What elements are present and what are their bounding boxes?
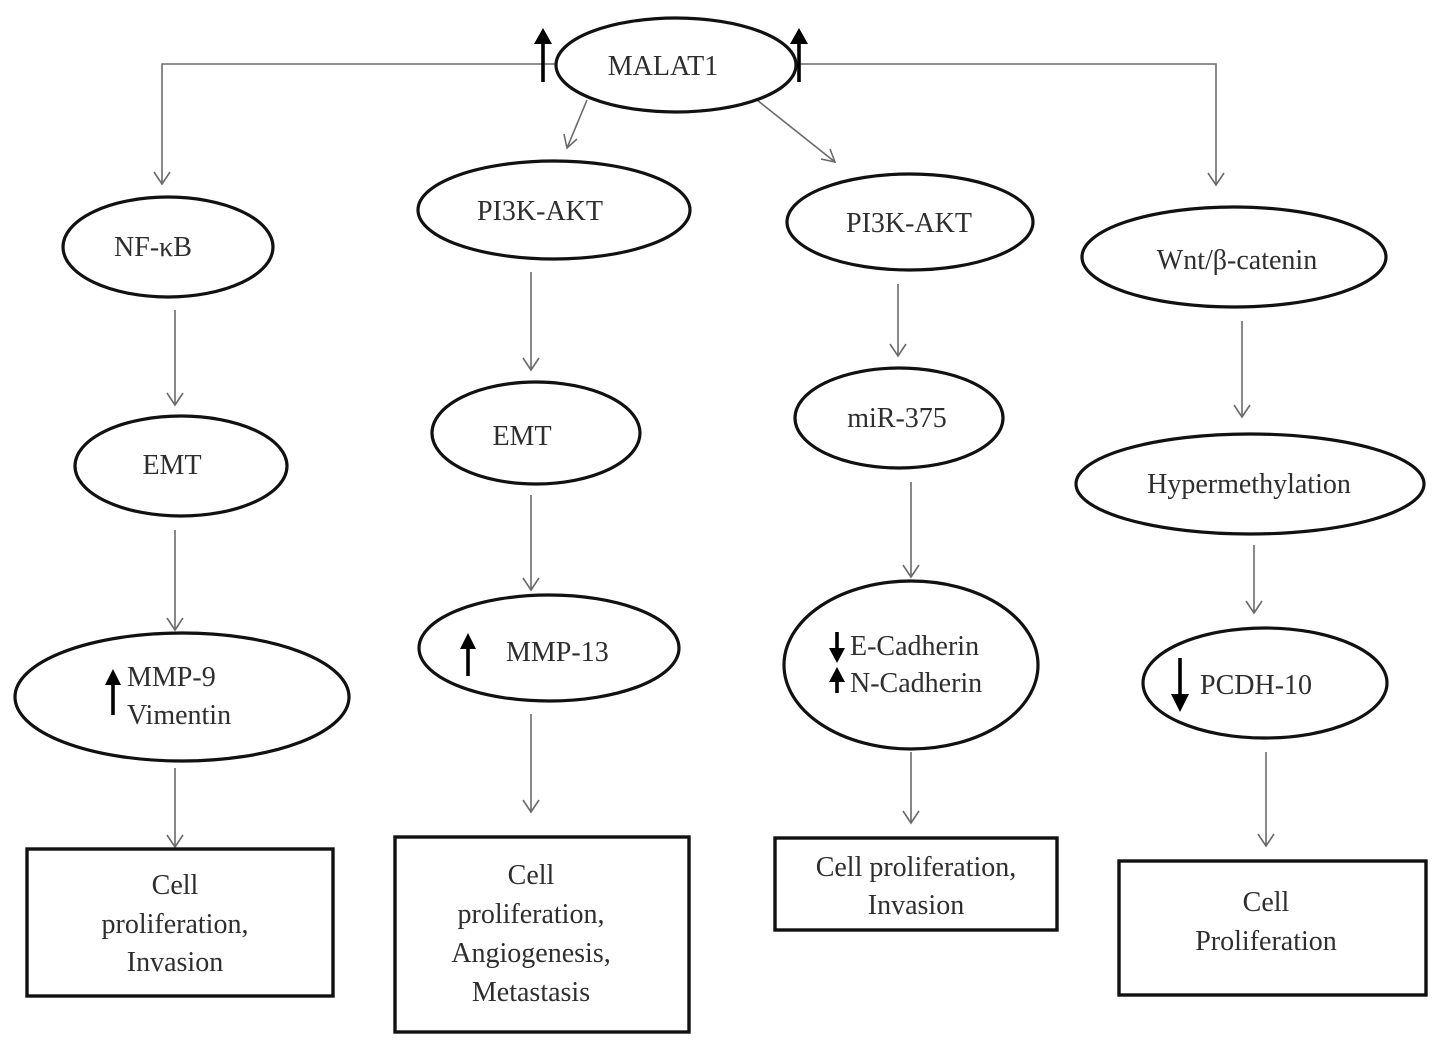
node-pcdh10-shape <box>1141 626 1389 740</box>
node-hypermethylation-shape <box>1074 432 1426 536</box>
node-pi3k-akt-1: PI3K-AKT <box>416 159 692 261</box>
up-arrow-icon <box>829 667 845 693</box>
outcome-box-4-shape <box>1117 859 1428 997</box>
up-arrow-icon <box>534 28 552 82</box>
outcome-box-2: Cell proliferation, Angiogenesis, Metast… <box>393 835 691 1034</box>
node-mmp13-shape <box>417 593 681 703</box>
node-malat1-shape <box>554 16 798 114</box>
outcome-1-line2: proliferation, <box>102 909 249 940</box>
node-pi3k-akt-1-label: PI3K-AKT <box>477 196 603 227</box>
edge-malat1-to-wnt <box>800 63 1217 185</box>
outcome-box-1: Cell proliferation, Invasion <box>25 847 335 998</box>
node-mmp9-shape <box>13 631 351 763</box>
edge-arrowhead <box>522 357 540 372</box>
outcome-box-1-shape <box>25 847 335 998</box>
outcome-2-line3: Angiogenesis, <box>451 938 610 969</box>
edge-malat1-to-nfkb <box>161 63 555 184</box>
node-pi3k-akt-1-shape <box>416 159 692 261</box>
branch-wnt: Wnt/β-catenin Hypermethylation PCDH-10 C… <box>1074 205 1428 997</box>
edge-arrowhead <box>563 133 578 150</box>
node-pi3k-akt-2: PI3K-AKT <box>785 172 1035 272</box>
node-malat1-label: MALAT1 <box>608 51 718 82</box>
outcome-2-line4: Metastasis <box>472 977 590 1008</box>
node-pcdh10-label: PCDH-10 <box>1200 670 1312 701</box>
node-wnt-beta-catenin: Wnt/β-catenin <box>1080 205 1388 309</box>
edge-arrowhead <box>166 392 184 407</box>
node-ncadherin-label: N-Cadherin <box>850 668 982 699</box>
node-emt-label: EMT <box>142 450 201 481</box>
edge-arrowhead <box>1207 172 1225 187</box>
node-pcdh10: PCDH-10 <box>1141 626 1389 740</box>
node-nfkb-shape <box>61 195 275 299</box>
outcome-2-line1: Cell <box>508 860 555 891</box>
node-wnt-shape <box>1080 205 1388 309</box>
outcome-3-line2: Invasion <box>868 890 964 921</box>
edge-malat1-to-pi3k-akt-1 <box>566 99 588 149</box>
node-mir375-label: miR-375 <box>847 403 947 434</box>
edges <box>153 63 1275 849</box>
down-arrow-icon <box>1171 658 1189 712</box>
node-hypermethylation: Hypermethylation <box>1074 432 1426 536</box>
branch-pi3k-akt-1: PI3K-AKT EMT MMP-13 Cell proliferation, … <box>393 159 692 1034</box>
node-ecadherin-label: E-Cadherin <box>850 631 979 662</box>
node-vimentin-label-line2: Vimentin <box>127 700 231 731</box>
node-mmp9-label-line1: MMP-9 <box>127 662 216 693</box>
node-mir375-shape <box>793 366 1005 470</box>
edge-arrowhead <box>522 577 540 592</box>
up-arrow-icon <box>105 669 121 715</box>
node-wnt-label: Wnt/β-catenin <box>1157 245 1317 276</box>
node-cadherin-shape <box>782 579 1040 751</box>
node-pi3k-akt-2-shape <box>785 172 1035 272</box>
edge-arrowhead <box>166 617 184 632</box>
edge-arrowhead <box>820 148 837 164</box>
node-cadherin: E-Cadherin N-Cadherin <box>782 579 1040 751</box>
edge-malat1-to-pi3k-akt-2 <box>756 99 836 163</box>
node-emt-2-label: EMT <box>492 421 551 452</box>
branch-nfkb: NF-κB EMT MMP-9 Vimentin Cell proliferat… <box>13 195 351 998</box>
node-emt-2-shape <box>430 380 642 486</box>
outcome-1-line1: Cell <box>152 870 199 901</box>
outcome-3-line1: Cell proliferation, <box>816 852 1017 883</box>
node-emt-2: EMT <box>430 380 642 486</box>
node-nfkb-label: NF-κB <box>114 232 192 263</box>
branch-pi3k-akt-2: PI3K-AKT miR-375 E-Cadherin N-Cadherin C… <box>773 172 1059 932</box>
node-mmp13: MMP-13 <box>417 593 681 703</box>
down-arrow-icon <box>829 632 845 663</box>
outcome-4-line2: Proliferation <box>1195 926 1337 957</box>
node-emt-shape <box>73 414 289 518</box>
outcome-4-line1: Cell <box>1243 887 1290 918</box>
edge-arrowhead <box>166 834 184 849</box>
node-malat1: MALAT1 <box>534 16 808 114</box>
edge-arrowhead <box>1233 404 1251 419</box>
up-arrow-icon <box>460 633 476 676</box>
edge-arrowhead <box>522 799 540 814</box>
up-arrow-icon <box>790 28 808 82</box>
node-mir375: miR-375 <box>793 366 1005 470</box>
edge-arrowhead <box>902 810 920 825</box>
edge-arrowhead <box>1245 600 1263 615</box>
outcome-box-4: Cell Proliferation <box>1117 859 1428 997</box>
outcome-1-line3: Invasion <box>127 947 223 978</box>
edge-arrowhead <box>889 343 907 358</box>
edge-arrowhead <box>1257 833 1275 848</box>
node-hypermethylation-label: Hypermethylation <box>1147 469 1351 500</box>
edge-arrowhead <box>902 564 920 579</box>
outcome-box-3: Cell proliferation, Invasion <box>773 836 1059 932</box>
node-pi3k-akt-2-label: PI3K-AKT <box>846 208 972 239</box>
outcome-box-2-shape <box>393 835 691 1034</box>
outcome-2-line2: proliferation, <box>458 899 605 930</box>
node-emt: EMT <box>73 414 289 518</box>
node-mmp13-label: MMP-13 <box>506 637 609 668</box>
node-nfkb: NF-κB <box>61 195 275 299</box>
node-mmp9-vimentin: MMP-9 Vimentin <box>13 631 351 763</box>
edge-arrowhead <box>153 171 171 186</box>
outcome-box-3-shape <box>773 836 1059 932</box>
